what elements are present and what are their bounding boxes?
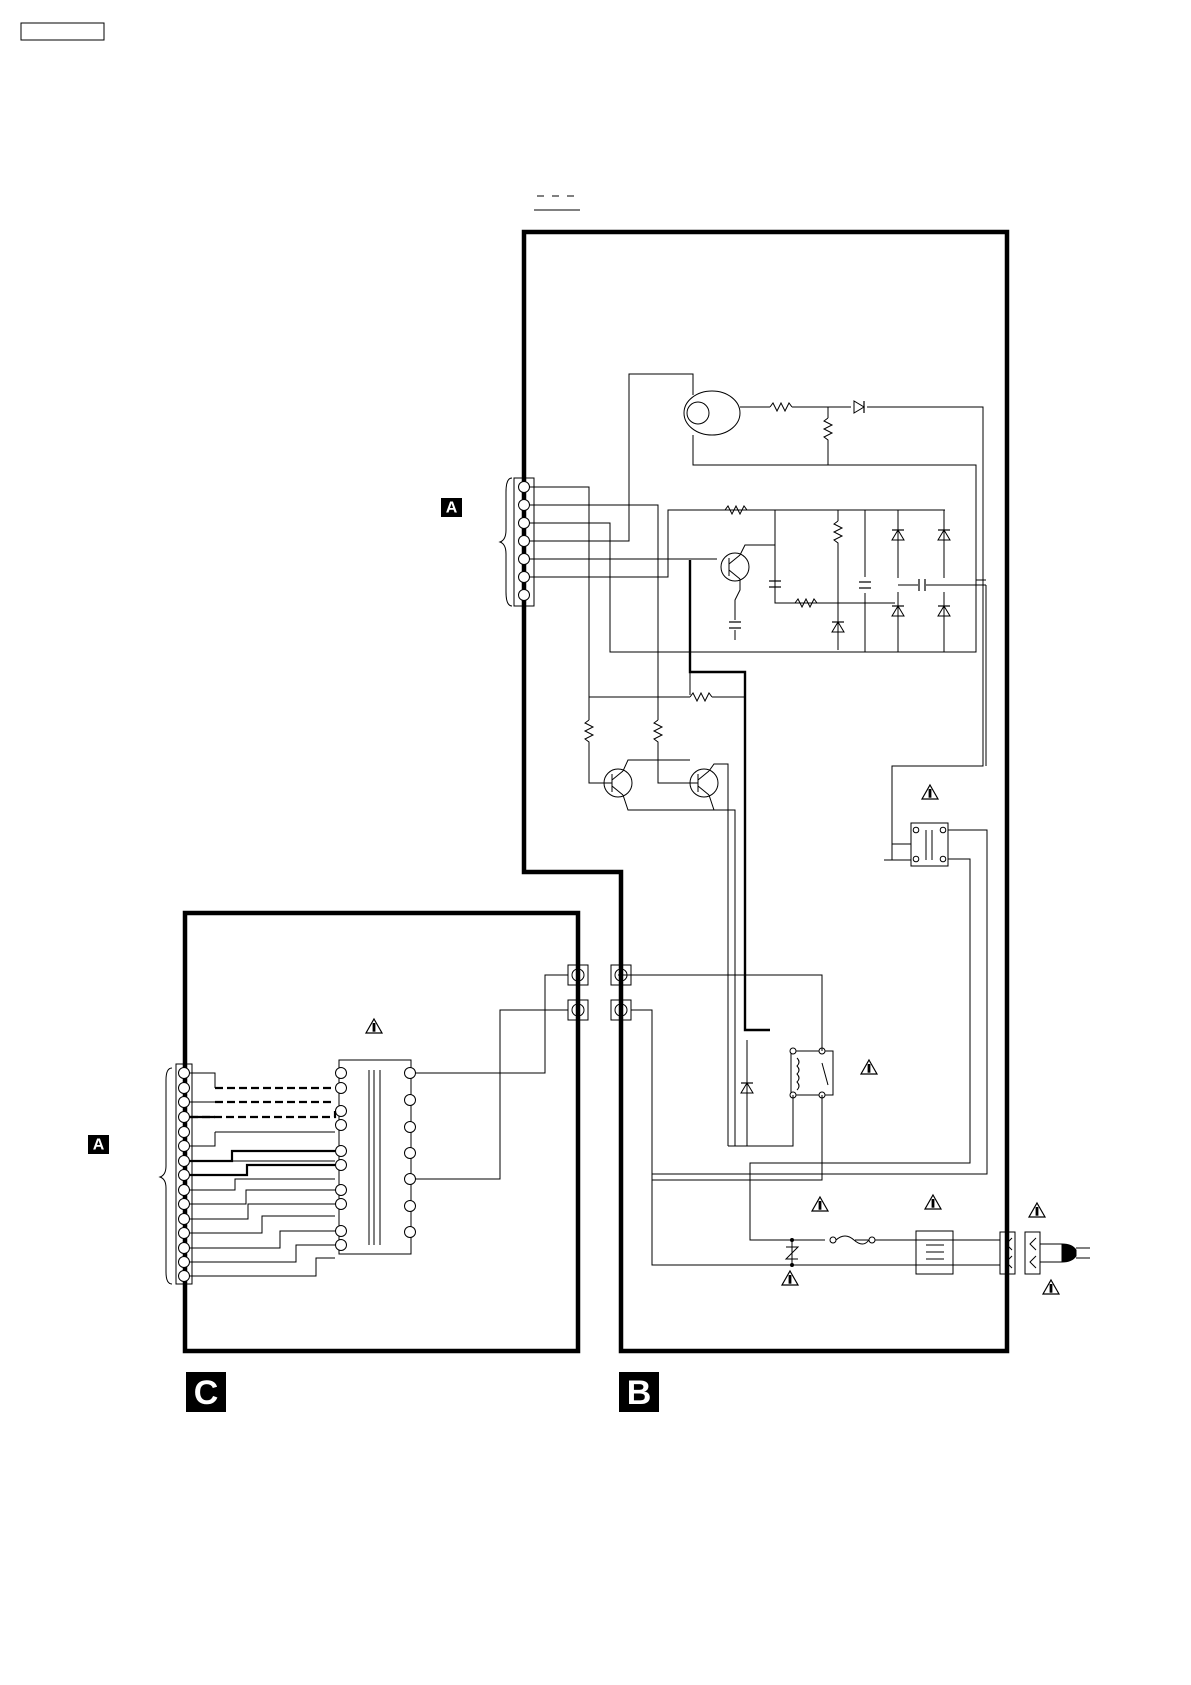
transistor — [658, 764, 735, 1146]
section-b-tag: B — [619, 1372, 659, 1412]
warning-icon — [925, 1195, 941, 1209]
resistor — [770, 403, 792, 411]
board-b-outline — [524, 232, 1007, 1351]
ac-inlet — [1000, 1232, 1062, 1274]
resistor — [834, 521, 842, 575]
section-c-tag: C — [186, 1372, 226, 1412]
warning-icon — [782, 1271, 798, 1285]
relay — [790, 1048, 833, 1098]
header-box — [21, 23, 104, 40]
warning-icon — [861, 1060, 877, 1074]
power-plug — [1062, 1244, 1090, 1262]
svg-text:A: A — [446, 500, 458, 517]
svg-text:A: A — [93, 1137, 105, 1154]
capacitor — [729, 622, 741, 628]
resistor — [654, 720, 662, 770]
warning-icon — [812, 1197, 828, 1211]
resistor — [690, 693, 712, 701]
connector-a-board-c — [160, 1064, 192, 1284]
capacitor — [919, 579, 925, 591]
warning-icon — [366, 1019, 382, 1033]
resistor — [824, 418, 832, 465]
capacitor — [859, 582, 871, 588]
svg-text:B: B — [627, 1374, 652, 1412]
zener-diode — [854, 401, 864, 413]
warning-icon — [922, 785, 938, 799]
warning-icon — [1043, 1280, 1059, 1294]
transformer — [652, 823, 987, 1230]
svg-text:C: C — [194, 1374, 219, 1412]
line-filter — [916, 1231, 953, 1274]
resistor — [585, 720, 593, 770]
transistor — [721, 545, 775, 620]
photocoupler — [684, 391, 740, 435]
power-transformer — [336, 1060, 416, 1254]
connector-a-board-b — [500, 478, 534, 606]
warning-icon — [1029, 1203, 1045, 1217]
section-a-tag: A — [88, 1135, 109, 1154]
section-a-tag: A — [441, 498, 462, 517]
